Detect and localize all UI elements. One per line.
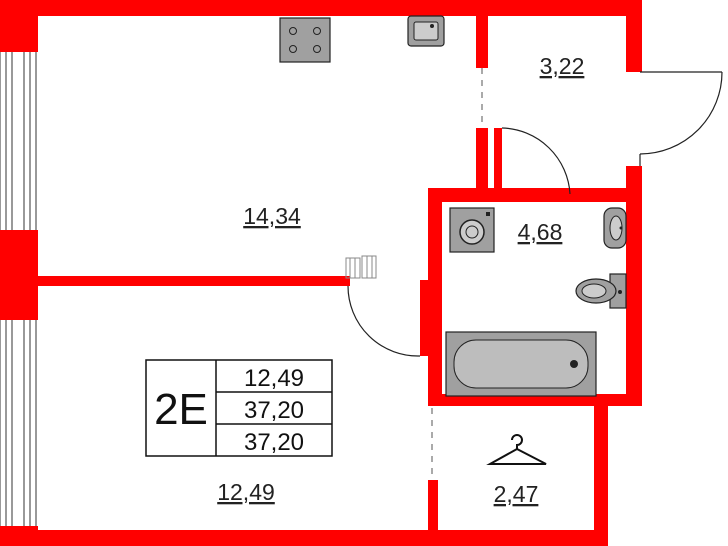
bathroom-door-icon <box>501 127 571 195</box>
window-lower <box>0 317 37 529</box>
entrance-door-icon <box>639 71 723 166</box>
toilet-icon <box>575 273 627 309</box>
stove-icon <box>279 17 331 63</box>
room-area-bathroom: 4,68 <box>518 219 563 245</box>
bathroom-sink-icon <box>603 207 627 249</box>
info-value-2: 37,20 <box>244 397 304 424</box>
room-area-wardrobe: 2,47 <box>494 481 539 507</box>
bathtub-icon <box>445 331 597 397</box>
radiator-icon <box>345 255 377 279</box>
apartment-info-box: 2Е 12,49 37,20 37,20 <box>145 359 333 457</box>
room-area-kitchen-living: 14,34 <box>243 203 301 229</box>
kitchen-sink-icon <box>407 15 445 47</box>
walls <box>0 0 642 546</box>
hanger-icon <box>486 434 547 465</box>
room-area-bedroom: 12,49 <box>217 479 275 505</box>
apartment-type-code: 2Е <box>154 385 208 434</box>
washing-machine-icon <box>449 207 495 253</box>
window-upper <box>0 49 37 233</box>
info-value-1: 12,49 <box>244 365 304 392</box>
bedroom-door-icon <box>347 285 421 357</box>
info-value-3: 37,20 <box>244 429 304 456</box>
room-area-hallway: 3,22 <box>540 53 585 79</box>
